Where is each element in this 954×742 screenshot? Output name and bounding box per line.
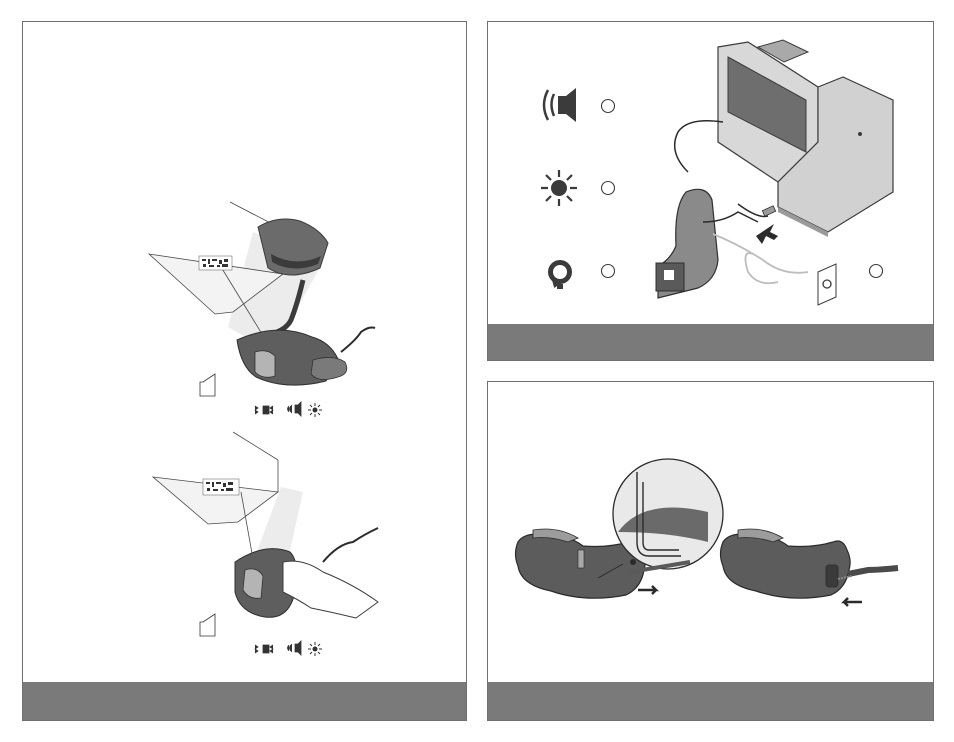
cable-loop xyxy=(673,120,724,173)
handheld-scan-illustration xyxy=(151,431,379,656)
mode-indicator-icon xyxy=(199,613,216,637)
outlet-status-circle xyxy=(868,263,884,279)
cable xyxy=(629,560,691,574)
outlet-icon xyxy=(822,279,832,289)
barcode-icon xyxy=(198,255,233,271)
speaker-status-circle xyxy=(600,98,616,114)
power-status-circle xyxy=(600,263,616,279)
barcode-icon xyxy=(202,478,240,496)
sun-icon xyxy=(308,403,322,417)
insert-arrow-icon xyxy=(756,224,778,244)
reset-panel-footer xyxy=(488,682,933,720)
stand-scan-illustration xyxy=(147,201,376,417)
status-icons-row xyxy=(254,640,322,656)
scan-panel-footer xyxy=(23,682,466,720)
port-connector xyxy=(825,564,839,588)
connect-illustration xyxy=(541,39,894,306)
reset-panel xyxy=(487,381,934,721)
monitor-screen xyxy=(727,56,807,153)
indicator-speaker xyxy=(542,88,616,122)
indicator-power xyxy=(548,260,616,289)
speaker-icon xyxy=(287,640,302,656)
pull-arrow-icon xyxy=(638,585,660,595)
connect-panel-footer xyxy=(488,324,933,360)
sun-icon xyxy=(308,642,322,656)
insert-arrow-icon xyxy=(840,597,862,607)
power-plug-icon xyxy=(548,260,572,289)
hand-illustration xyxy=(282,560,379,619)
scan-mode-panel xyxy=(22,21,467,721)
speaker-icon xyxy=(287,401,302,417)
cable xyxy=(322,527,379,563)
sun-status-circle xyxy=(600,180,616,196)
speaker-icon xyxy=(542,88,576,122)
mode-indicator-icon xyxy=(199,373,216,397)
charging-cradle xyxy=(655,120,759,299)
device-with-paperclip xyxy=(514,458,724,599)
cable xyxy=(340,326,376,353)
sun-icon xyxy=(541,170,577,206)
device-with-cable xyxy=(719,528,899,607)
cable xyxy=(847,565,899,577)
indicator-sun xyxy=(541,170,616,206)
scan-illustrations xyxy=(147,201,379,656)
vibration-icon xyxy=(254,644,274,654)
reset-illustration xyxy=(514,458,899,607)
wall-outlet xyxy=(817,263,884,306)
usb-connection xyxy=(712,203,809,285)
power-cable xyxy=(712,233,809,274)
terminal-illustration xyxy=(717,39,894,237)
scan-area xyxy=(147,253,284,315)
connect-panel xyxy=(487,21,934,361)
paperclip-icon xyxy=(642,482,679,551)
vibration-icon xyxy=(254,405,274,415)
status-icons-row xyxy=(254,401,322,417)
